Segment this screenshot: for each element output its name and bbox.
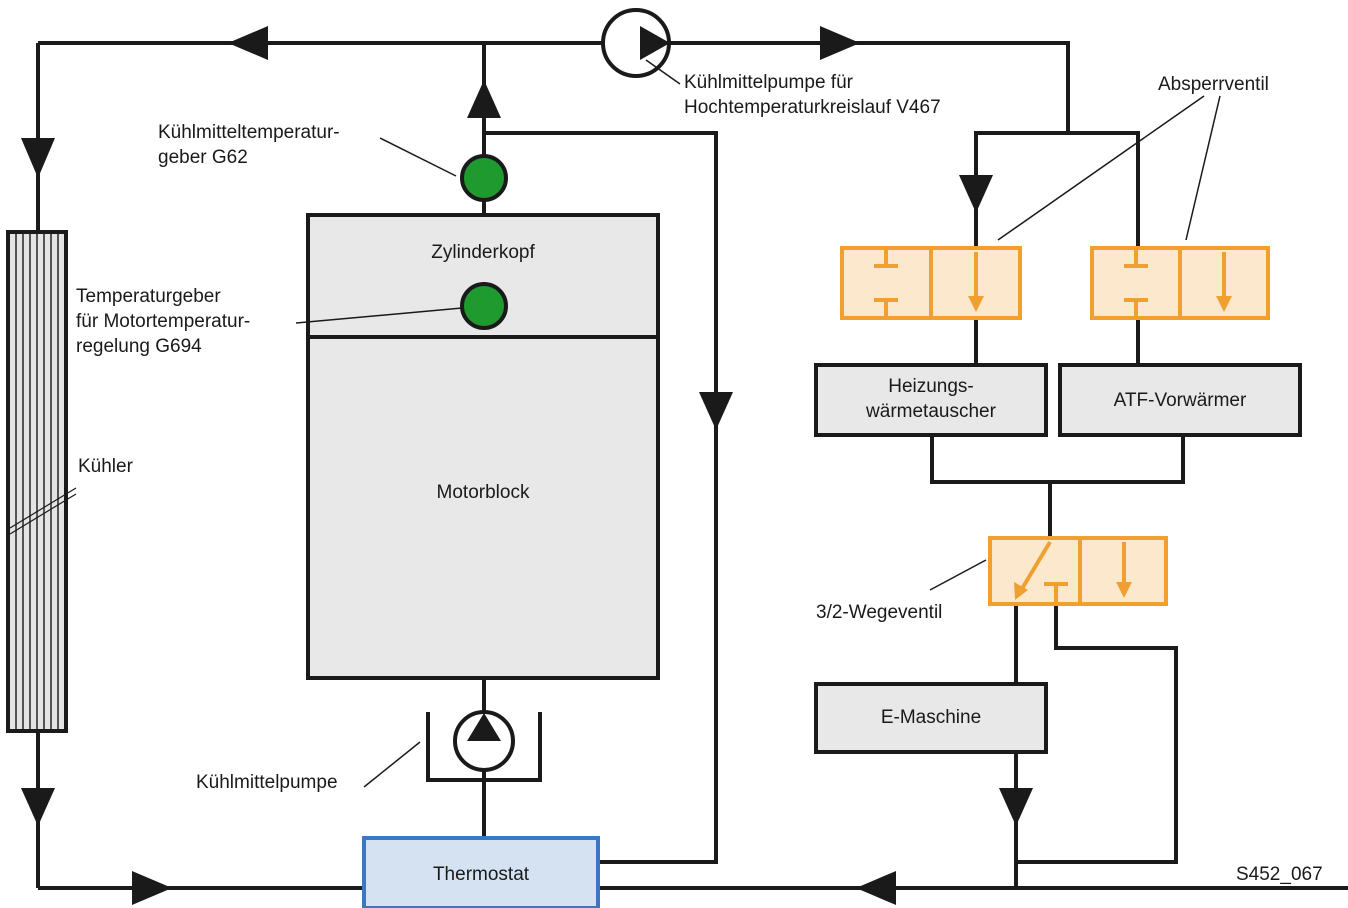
arrow-down-bypass (699, 392, 733, 430)
arrow-down-branch (959, 175, 993, 213)
absperrventil-label: Absperrventil (1158, 74, 1269, 95)
shutoff-valve-right-icon (1090, 246, 1270, 320)
g694-label-line3: regelung G694 (76, 336, 202, 357)
heizung-label-line2: wärmetauscher (866, 401, 996, 422)
pump-v467-label-line1: Kühlmittelpumpe für (684, 72, 853, 93)
pump-v467-label: Kühlmittelpumpe für Hochtemperaturkreisl… (684, 70, 941, 120)
radiator-icon (6, 230, 68, 733)
heizung-label: Heizungs- wärmetauscher (816, 374, 1046, 424)
pump-v467-label-line2: Hochtemperaturkreislauf V467 (684, 97, 941, 118)
emaschine-label: E-Maschine (880, 707, 982, 728)
arrow-left-top (228, 26, 268, 60)
pump-v467-icon (601, 8, 671, 78)
arrow-right-top (820, 26, 860, 60)
thermostat-box (362, 836, 600, 908)
arrow-down-left-bottom (21, 788, 55, 826)
arrow-left-bottom (856, 871, 896, 905)
three-two-valve-icon (988, 536, 1168, 606)
wegeventil-label: 3/2-Wegeventil (816, 602, 943, 623)
heater-box (814, 363, 1048, 437)
motorblock-label: Motorblock (436, 482, 530, 503)
heizung-label-line1: Heizungs- (888, 376, 974, 397)
atf-box (1058, 363, 1302, 437)
g62-label-line1: Kühlmitteltemperatur- (158, 122, 340, 143)
arrow-up-engine (467, 80, 501, 118)
emaschine-box (814, 682, 1048, 754)
g62-label: Kühlmitteltemperatur- geber G62 (158, 120, 340, 170)
leader-lines (295, 59, 1221, 788)
sensor-g62-icon (460, 154, 508, 202)
g694-label-line2: für Motortemperatur- (76, 311, 251, 332)
flow-arrows (21, 26, 1033, 905)
atf-label: ATF-Vorwärmer (1113, 390, 1247, 411)
arrow-right-bottom (132, 871, 172, 905)
zylinderkopf-label: Zylinderkopf (431, 242, 535, 263)
coolant-pump-icon (426, 710, 542, 782)
thermostat-label: Thermostat (432, 864, 530, 885)
g62-label-line2: geber G62 (158, 147, 248, 168)
g694-label: Temperaturgeber für Motortemperatur- reg… (76, 284, 250, 359)
figure-id-label: S452_067 (1236, 864, 1323, 885)
radiator-leader (9, 487, 77, 535)
shutoff-valve-left-icon (840, 246, 1022, 320)
g694-label-line1: Temperaturgeber (76, 286, 221, 307)
arrow-down-left-top (21, 138, 55, 178)
sensor-g694-icon (460, 282, 508, 330)
arrow-down-emaschine (999, 788, 1033, 826)
kuehlmittelpumpe-label: Kühlmittelpumpe (196, 772, 338, 793)
kuehler-label: Kühler (78, 456, 133, 477)
